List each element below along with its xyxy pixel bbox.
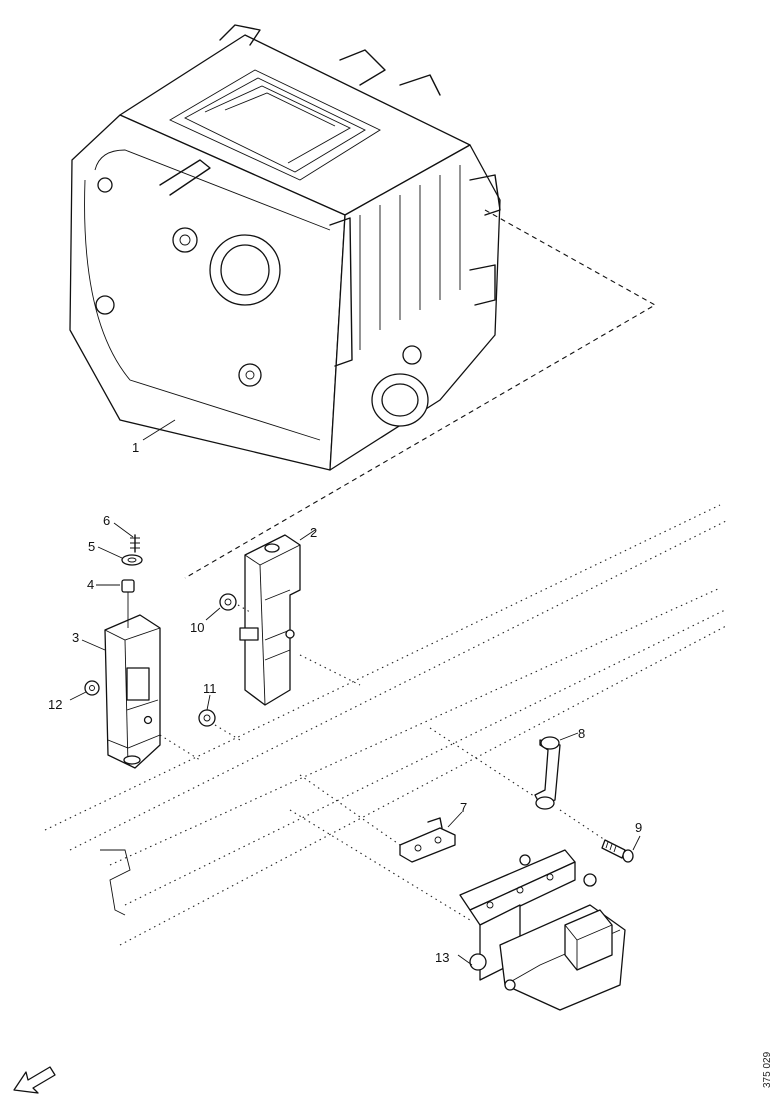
svg-text:4: 4 (87, 577, 94, 592)
callout-13: 13 (435, 950, 473, 966)
svg-text:2: 2 (310, 525, 317, 540)
projection-10 (237, 604, 251, 613)
projection-3 (159, 734, 201, 761)
silencer-box (69, 24, 501, 471)
svg-text:5: 5 (88, 539, 95, 554)
bracket-7 (399, 817, 456, 863)
callout-5: 5 (88, 539, 123, 559)
svg-text:12: 12 (48, 697, 62, 712)
reference-number: 375 029 (762, 1051, 773, 1088)
link-8 (534, 736, 561, 810)
callout-10: 10 (190, 607, 221, 635)
mount-assembly-13 (459, 849, 626, 1011)
spacer-4 (121, 579, 135, 628)
projection-8 (429, 727, 541, 801)
callout-12: 12 (48, 691, 87, 712)
bolt-9 (601, 839, 634, 863)
chassis-frame (44, 504, 729, 946)
arrow-down-left-icon (13, 1066, 56, 1094)
svg-text:6: 6 (103, 513, 110, 528)
nut-10 (219, 593, 237, 611)
bracket-2 (239, 534, 301, 706)
bracket-3 (104, 614, 161, 769)
stud-6 (130, 534, 140, 553)
callout-8: 8 (559, 726, 585, 741)
alignment-line-silencer (184, 209, 657, 579)
projection-2 (299, 654, 361, 686)
svg-text:3: 3 (72, 630, 79, 645)
callout-2: 2 (299, 525, 317, 541)
callout-6: 6 (103, 513, 134, 538)
callout-9: 9 (632, 820, 642, 851)
svg-text:8: 8 (578, 726, 585, 741)
callout-7: 7 (447, 800, 467, 828)
svg-text:1: 1 (132, 440, 139, 455)
projection-13 (289, 809, 471, 921)
washer-5 (121, 554, 143, 566)
callout-3: 3 (72, 630, 106, 651)
svg-text:7: 7 (460, 800, 467, 815)
projection-7 (299, 774, 401, 846)
callout-1: 1 (132, 419, 176, 455)
svg-text:13: 13 (435, 950, 449, 965)
projection-9 (559, 809, 606, 841)
callout-11: 11 (203, 681, 217, 711)
svg-text:10: 10 (190, 620, 204, 635)
svg-text:11: 11 (203, 681, 217, 696)
svg-text:9: 9 (635, 820, 642, 835)
callout-4: 4 (87, 577, 120, 592)
nut-12 (84, 680, 100, 696)
projection-11 (214, 724, 241, 741)
nut-11 (198, 709, 216, 727)
